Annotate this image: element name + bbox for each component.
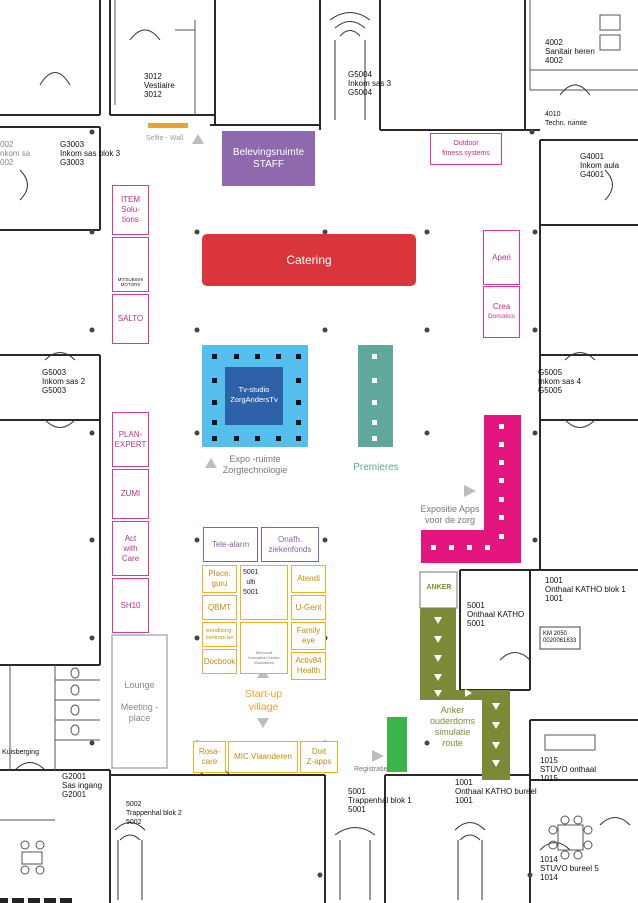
- room-km: KM 2050 0020061633: [543, 631, 577, 644]
- room-g3003: G3003 Inkom sas blok 3 G3003: [60, 140, 121, 167]
- booth-mitsubishi[interactable]: MITSUBISHI MOTORS: [112, 237, 149, 292]
- room-g5003: G5003 Inkom sas 2 G5003: [42, 368, 86, 395]
- domotics-label: Domotics: [487, 313, 516, 320]
- booth-wondzorgcentrum[interactable]: wond/zorg- centrum.be: [202, 622, 237, 647]
- aperi-box[interactable]: Aperi: [483, 230, 520, 285]
- crea-label: Crea: [492, 302, 511, 311]
- staff-area[interactable]: Belevingsruimte STAFF: [232, 146, 305, 170]
- anker-logo: ANKER: [426, 584, 452, 591]
- anker-label: Anker ouderdoms simulatie route: [429, 705, 476, 748]
- crea-box[interactable]: Crea Domotics: [483, 286, 520, 338]
- mitsubishi-logo-text: MITSUBISHI MOTORS: [117, 277, 144, 287]
- booth-microsoft[interactable]: Microsoft Innovation Center Vlaanderen: [240, 622, 288, 674]
- booth-place-guru[interactable]: Place. guru: [202, 565, 237, 593]
- room-g4001: G4001 Inkom aula G4001: [580, 152, 620, 179]
- booth-tele-alarm[interactable]: Tele-alarm: [203, 527, 258, 562]
- outdoor-fitness-box[interactable]: Outdoor fitness systems: [430, 133, 502, 165]
- tv-studio-label: Tv-studio ZorgAndersTv: [230, 385, 278, 404]
- room-technical: 4010 Techn. ruimte: [545, 111, 588, 127]
- premieres-label: Premieres: [353, 462, 399, 473]
- booth-plan-expert[interactable]: PLAN- EXPERT: [112, 412, 149, 467]
- room-stuvo-onthaal: 1015 STUVO onthaal 1015: [540, 756, 597, 783]
- room-g2001: G2001 Sas ingang G2001: [62, 772, 103, 799]
- room-1001-bureel: 1001 Onthaal KATHO bureel 1001: [455, 778, 537, 805]
- room-trappenhal-2: 5002 Trappenhal blok 2 5002: [126, 801, 182, 826]
- booth-docbook[interactable]: Docbook: [202, 649, 237, 674]
- booth-mic-vlaanderen[interactable]: MIC Vlaanderen: [228, 741, 298, 773]
- booth-zumi[interactable]: ZUMI: [112, 469, 149, 519]
- room-vestiaire: 3012 Vestiaire 3012: [144, 72, 175, 99]
- booth-rosa-care[interactable]: Rosa- care: [193, 741, 226, 773]
- room-1001: 1001 Onthaal KATHO blok 1 1001: [545, 576, 626, 603]
- room-g5005: G5005 Inkom sas 4 G5005: [538, 368, 582, 395]
- expo-label: Expo -ruimte Zorgtechnologie: [222, 454, 288, 475]
- selfie-wall-label: Selfie - Wall: [146, 135, 184, 142]
- booth-salto[interactable]: SALTO: [112, 294, 149, 344]
- room-g5004: G5004 Inkom sas 3 G5004: [348, 70, 392, 97]
- catering-area[interactable]: Catering: [286, 253, 332, 267]
- booth-item-solutions[interactable]: ITEM Solu- tions: [112, 185, 149, 235]
- room-kuisberging: Kuisberging: [2, 749, 39, 756]
- booth-activ84-health[interactable]: Activ84 Health: [291, 652, 326, 680]
- room-5001-katho: 5001 Onthaal KATHO 5001: [467, 601, 525, 628]
- booth-atendi[interactable]: Atendi: [291, 565, 326, 593]
- booth-family-eye[interactable]: Family eye: [291, 622, 326, 650]
- booth-qbmt[interactable]: QBMT: [202, 595, 237, 620]
- microsoft-label: Microsoft Innovation Center Vlaanderen: [248, 650, 280, 665]
- startup-village-label: Start-up village: [244, 688, 283, 713]
- booth-ugent[interactable]: U-Gent: [291, 595, 326, 620]
- booth-onafh-ziekenfonds[interactable]: Onafh. ziekenfonds: [261, 527, 319, 562]
- room-left-top-edge: 002 nkom sa 002: [0, 140, 31, 167]
- booth-doit-zapps[interactable]: Doit Z-apps: [300, 741, 338, 773]
- booth-act-with-care[interactable]: Act with Care: [112, 521, 149, 576]
- registratie-label: Registratie: [354, 766, 388, 773]
- room-stuvo-bureel: 1014 STUVO bureel 5 1014: [540, 855, 599, 882]
- expositie-apps-label: Expositie Apps voor de zorg: [420, 504, 480, 525]
- room-g4002: 4002 Sanitair heren 4002: [545, 38, 595, 65]
- room-trappenhal-1: 5001 Trappenhal blok 1 5001: [348, 787, 412, 814]
- lounge-label: Lounge Meeting - place: [120, 680, 159, 723]
- booth-sh10[interactable]: SH10: [112, 578, 149, 633]
- booth-5001-office: 5001 ulti 5001: [240, 565, 288, 620]
